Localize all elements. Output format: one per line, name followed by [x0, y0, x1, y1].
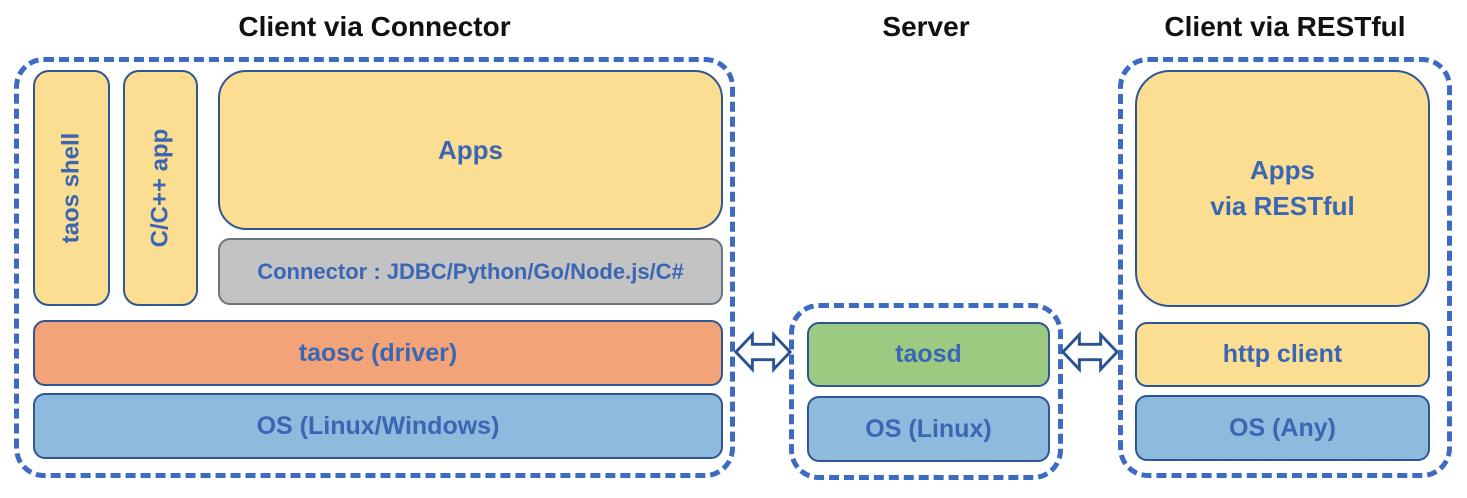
apps-box: Apps: [218, 70, 723, 230]
apps-via-restful-label-line1: Apps: [1250, 155, 1315, 186]
connector-box: Connector : JDBC/Python/Go/Node.js/C#: [218, 238, 723, 305]
os-any-label: OS (Any): [1229, 413, 1336, 442]
cpp-app-box: C/C++ app: [123, 70, 198, 306]
taosd-box: taosd: [807, 322, 1050, 387]
client-via-restful-group: [1118, 57, 1452, 478]
os-any-box: OS (Any): [1135, 395, 1430, 461]
apps-via-restful-label-line2: via RESTful: [1210, 190, 1355, 221]
client-via-connector-group: [14, 57, 735, 478]
http-client-box: http client: [1135, 322, 1430, 387]
taosc-driver-label: taosc (driver): [298, 338, 458, 367]
os-linux-windows-box: OS (Linux/Windows): [33, 393, 723, 459]
taosd-label: taosd: [895, 340, 962, 368]
taosc-driver-box: taosc (driver): [33, 320, 723, 386]
apps-via-restful-box: Apps via RESTful: [1135, 70, 1430, 307]
server-group: [789, 303, 1063, 480]
double-arrow-icon: [734, 330, 792, 374]
connector-label: Connector : JDBC/Python/Go/Node.js/C#: [257, 258, 684, 284]
section-title-server: Server: [882, 11, 970, 42]
taos-shell-box: taos shell: [33, 70, 110, 306]
section-title-client-via-restful: Client via RESTful: [1164, 11, 1406, 42]
apps-label: Apps: [438, 134, 503, 165]
http-client-label: http client: [1222, 340, 1343, 368]
section-title-client-via-connector: Client via Connector: [238, 11, 511, 42]
os-linux-label: OS (Linux): [865, 414, 992, 443]
cpp-app-label: C/C++ app: [146, 128, 174, 248]
os-linux-box: OS (Linux): [807, 396, 1050, 462]
os-linux-windows-label: OS (Linux/Windows): [256, 411, 500, 440]
taos-shell-label: taos shell: [57, 132, 85, 244]
double-arrow-icon: [1061, 330, 1119, 374]
